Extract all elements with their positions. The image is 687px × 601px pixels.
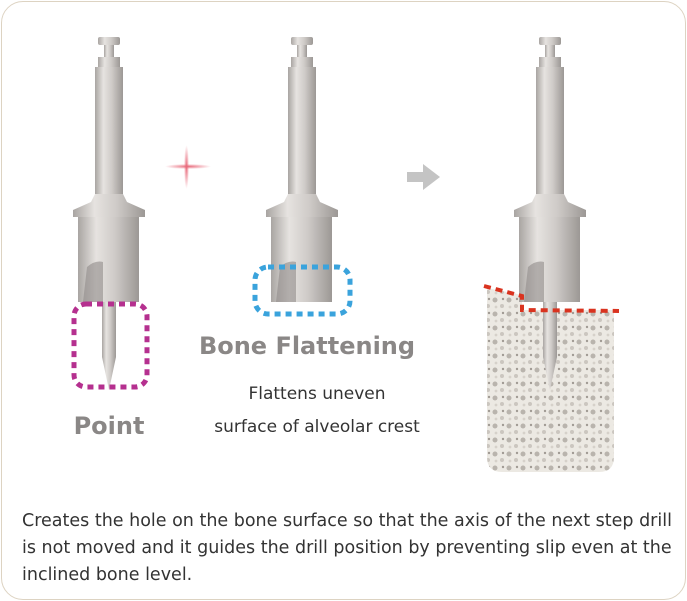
bone-flattening-desc-line2: surface of alveolar crest xyxy=(214,417,420,437)
plus-icon xyxy=(165,145,211,189)
point-highlight xyxy=(71,301,150,390)
bone-surface-line xyxy=(483,284,620,313)
bone-flattening-desc-line1: Flattens uneven xyxy=(248,384,386,404)
bone-flattening-label: Bone Flattening xyxy=(198,332,416,360)
arrow-right-icon xyxy=(407,164,440,190)
point-drill xyxy=(73,37,145,390)
flattening-drill xyxy=(266,37,338,302)
point-label: Point xyxy=(73,412,145,440)
flattening-highlight xyxy=(252,264,353,317)
description-text: Creates the hole on the bone surface so … xyxy=(22,511,672,585)
